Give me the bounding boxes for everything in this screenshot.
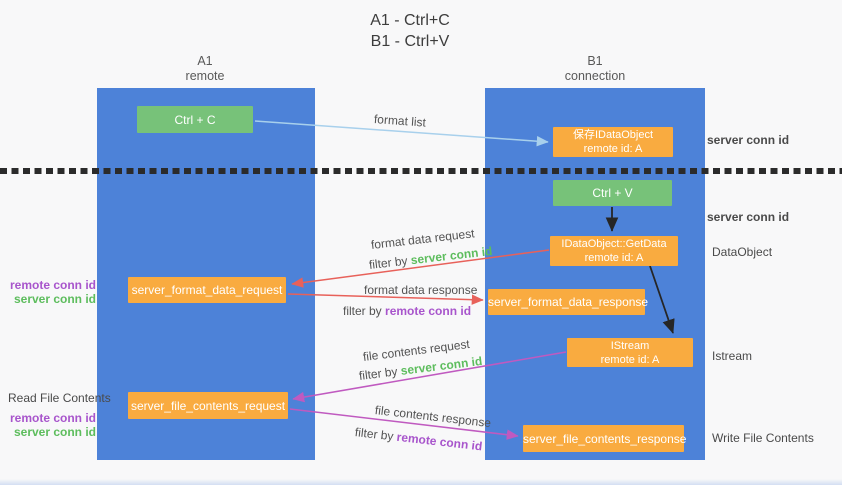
left-conn-ids-1: remote conn id server conn id	[8, 278, 96, 306]
server-conn-id-left-1: server conn id	[13, 292, 96, 306]
server-file-contents-response-label: server_file_contents_response	[523, 431, 687, 446]
server-conn-id-left-2: server conn id	[13, 425, 96, 439]
bottom-strip	[0, 479, 842, 485]
filter-by-remote-conn-id-label-2: filter by remote conn id	[354, 425, 483, 453]
lane-b1-role: connection	[564, 69, 626, 83]
dataobject-side-label: DataObject	[712, 245, 773, 259]
server-conn-id-side-top: server conn id	[707, 133, 790, 147]
filter-by-text: filter by	[368, 253, 409, 272]
diagram-title: A1 - Ctrl+C B1 - Ctrl+V	[285, 10, 535, 52]
server-format-data-request-box: server_format_data_request	[128, 277, 286, 303]
getdata-box: IDataObject::GetData remote id: A	[550, 236, 678, 266]
server-format-data-response-label: server_format_data_response	[488, 295, 649, 309]
lane-b1-name: B1	[587, 54, 603, 68]
server-conn-id-text: server conn id	[409, 244, 494, 268]
read-file-contents-label: Read File Contents	[8, 391, 111, 405]
ctrl-c-label: Ctrl + C	[174, 112, 216, 127]
istream-side-label: Istream	[712, 349, 753, 363]
filter-by-text: filter by	[358, 364, 399, 383]
save-dataobject-line1: 保存IDataObject	[572, 129, 654, 141]
lane-a1-name: A1	[197, 54, 213, 68]
ctrl-v-box: Ctrl + V	[553, 180, 672, 206]
istream-line2: remote id: A	[600, 353, 660, 366]
remote-conn-id-left-1: remote conn id	[9, 278, 96, 292]
istream-line1: IStream	[610, 339, 650, 352]
getdata-line1: IDataObject::GetData	[561, 238, 667, 250]
server-format-data-response-box: server_format_data_response	[488, 289, 649, 315]
server-file-contents-request-label: server_file_contents_request	[130, 398, 286, 413]
server-file-contents-request-box: server_file_contents_request	[128, 392, 288, 419]
left-conn-ids-2: remote conn id server conn id	[8, 411, 96, 439]
format-data-response-label: format data response	[364, 283, 478, 297]
remote-conn-id-text: remote conn id	[395, 429, 484, 454]
save-dataobject-line2: remote id: A	[583, 143, 643, 155]
lane-header-a1: A1 remote	[140, 54, 270, 84]
remote-conn-id-text: remote conn id	[385, 304, 472, 318]
remote-conn-id-left-2: remote conn id	[9, 411, 96, 425]
lane-a1-role: remote	[185, 69, 225, 83]
save-dataobject-box: 保存IDataObject remote id: A	[553, 127, 673, 157]
server-file-contents-response-box: server_file_contents_response	[523, 425, 687, 452]
filter-by-remote-conn-id-label-1: filter by remote conn id	[343, 304, 471, 318]
getdata-line2: remote id: A	[584, 252, 644, 264]
title-line-1: A1 - Ctrl+C	[370, 12, 450, 29]
file-contents-response-label: file contents response	[374, 403, 492, 431]
server-format-data-request-label: server_format_data_request	[131, 283, 283, 297]
write-file-contents-label: Write File Contents	[712, 431, 814, 445]
istream-box: IStream remote id: A	[567, 338, 693, 367]
server-conn-id-side-mid: server conn id	[707, 210, 790, 224]
lane-header-b1: B1 connection	[530, 54, 660, 84]
dotted-separator	[0, 168, 842, 174]
ctrl-c-box: Ctrl + C	[137, 106, 253, 133]
filter-by-text: filter by	[354, 425, 395, 444]
ctrl-v-label: Ctrl + V	[592, 186, 633, 200]
format-list-label: format list	[373, 112, 427, 130]
filter-by-text: filter by	[343, 304, 382, 318]
title-line-2: B1 - Ctrl+V	[370, 33, 450, 50]
